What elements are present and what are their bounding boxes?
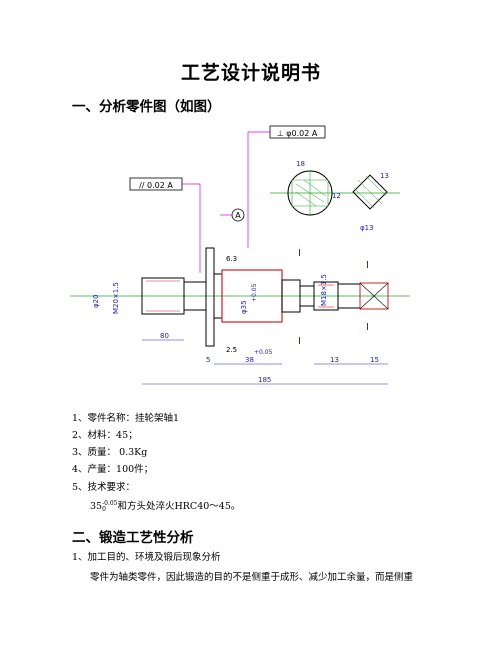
dim-38: 38 — [245, 356, 254, 364]
dim-13-diag: 13 — [380, 172, 389, 180]
list-item: 1、零件名称：挂轮架轴1 — [72, 413, 180, 424]
tol-035-vertical: +0.05 — [251, 283, 258, 302]
paragraph: 零件为轴类零件，因此锻造的目的不是侧重于成形、减少加工余量，而是侧重 — [90, 572, 414, 583]
dim-18: 18 — [296, 160, 305, 168]
page-title: 工艺设计说明书 — [180, 62, 321, 84]
list-item: 2、材料：45； — [72, 430, 138, 441]
dim-m20: M20×1.5 — [112, 282, 120, 314]
list-item: 4、产量：100件； — [72, 464, 154, 475]
square-head — [359, 282, 389, 310]
section-mark-1: I — [298, 248, 301, 259]
datum-letter: A — [235, 211, 241, 220]
part-drawing: ⊥ φ0.02 A // 0.02 A A I I I I 18 12 φ13 … — [70, 125, 410, 385]
dim-phi35: φ35 — [240, 300, 248, 314]
dim-15: 15 — [370, 356, 379, 364]
flange — [205, 247, 215, 347]
list-item: 5、技术要求： — [72, 482, 136, 493]
dim-phi13: φ13 — [360, 224, 374, 232]
list-item: 3、质量： 0.3Kg — [72, 447, 148, 458]
dim-80: 80 — [160, 332, 169, 340]
dim-phi20: φ20 — [92, 294, 100, 308]
section-mark-3: I — [366, 260, 369, 271]
subsection-heading: 1、加工目的、环境及锻后现象分析 — [72, 552, 221, 563]
dim-12: 12 — [332, 192, 341, 200]
section-heading-2: 二、锻造工艺性分析 — [72, 530, 194, 546]
section-heading-1: 一、分析零件图（如图） — [72, 99, 221, 115]
fcf-perpendicularity-text: ⊥ φ0.02 A — [277, 129, 318, 138]
section-mark-2: I — [298, 336, 301, 347]
roughness-63: 6.3 — [226, 255, 237, 263]
dim-m18: M18×1.5 — [320, 274, 328, 306]
tech-req-value: 35 — [90, 501, 103, 512]
tech-req-tol-lower: 0 — [102, 505, 106, 513]
roughness-25: 2.5 — [226, 346, 237, 354]
dim-185: 185 — [258, 376, 271, 384]
fcf-parallelism-text: // 0.02 A — [139, 181, 173, 190]
dim-13: 13 — [330, 356, 339, 364]
section-mark-4: I — [366, 322, 369, 333]
tech-req-text: 和方头处淬火HRC40～45。 — [117, 501, 241, 512]
tech-req-tol-upper: -0.05 — [102, 499, 118, 507]
dim-5: 5 — [206, 356, 210, 364]
tol-035: +0.05 — [254, 349, 273, 356]
